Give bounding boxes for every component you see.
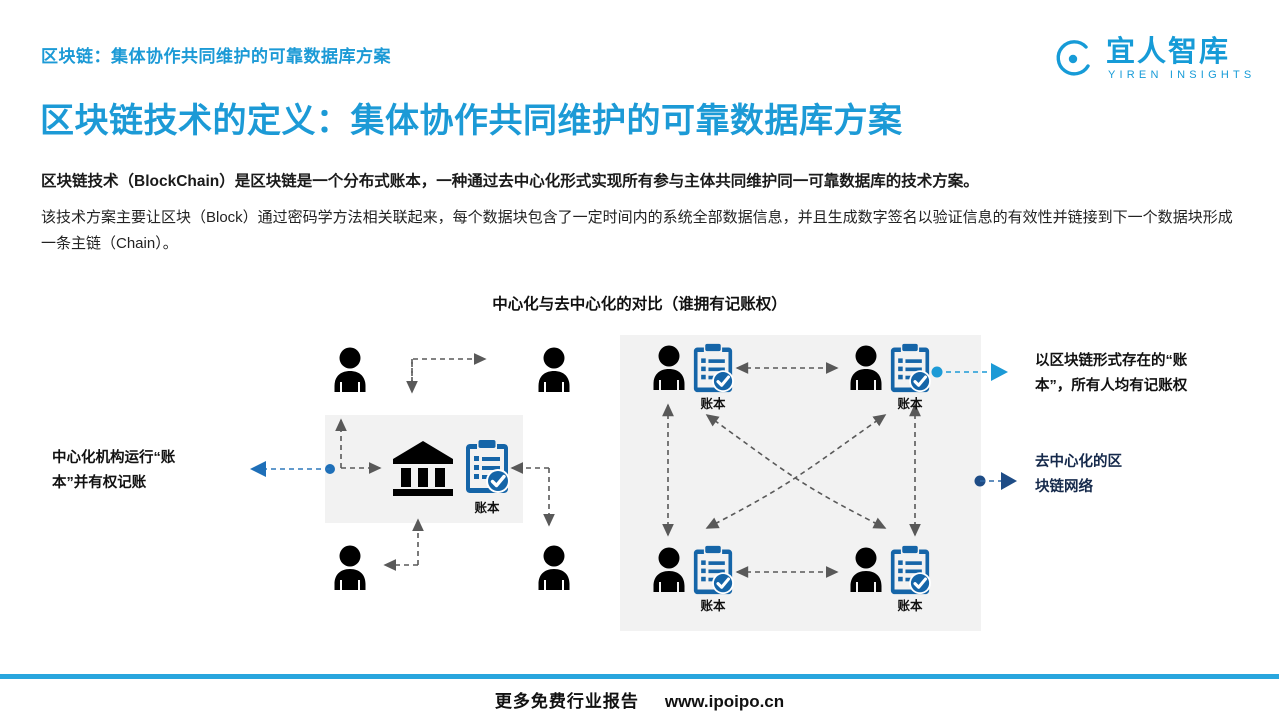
person-icon: [650, 546, 688, 592]
ledger-label: 账本: [700, 599, 726, 613]
callout-blockchain-ledger-line1: 以区块链形式存在的“账: [1035, 353, 1188, 369]
decentralized-connectors: [662, 362, 921, 578]
callout-decentralized-network-line2: 块链网络: [1035, 479, 1093, 495]
person-icon: [847, 344, 885, 390]
footer: 更多免费行业报告 www.ipoipo.cn: [0, 687, 1279, 712]
page-title: 区块链技术的定义：集体协作共同维护的可靠数据库方案: [40, 102, 903, 140]
footer-url[interactable]: www.ipoipo.cn: [664, 692, 785, 711]
callout-blockchain-ledger-line2: 本”，所有人均有记账权: [1035, 378, 1188, 394]
bank-icon: [392, 439, 454, 496]
brand-logo: 宜人智库 YIREN INSIGHTS: [1052, 36, 1252, 84]
ledger-label: 账本: [897, 599, 923, 613]
ledger-clipboard-check-icon: [888, 342, 934, 396]
callout-centralized-line2: 本”并有权记账: [52, 475, 147, 491]
centralized-connectors: [335, 353, 555, 571]
ledger-label: 账本: [897, 397, 923, 411]
ledger-label: 账本: [474, 501, 500, 515]
person-icon: [535, 346, 573, 392]
ledger-clipboard-check-icon: [691, 342, 737, 396]
callout-blockchain-ledger: 以区块链形式存在的“账 本”，所有人均有记账权: [1035, 349, 1250, 399]
callout-centralized: 中心化机构运行“账 本”并有权记账: [52, 446, 242, 496]
person-icon: [847, 546, 885, 592]
footer-divider-bar: [0, 674, 1279, 679]
ledger-clipboard-check-icon: [691, 544, 737, 598]
ledger-clipboard-check-icon: [888, 544, 934, 598]
body-paragraph: 该技术方案主要让区块（Block）通过密码学方法相关联起来，每个数据块包含了一定…: [41, 209, 1233, 252]
person-icon: [331, 544, 369, 590]
arc-dot-logo-icon: [1052, 40, 1096, 80]
ledger-label: 账本: [700, 397, 726, 411]
callout-decentralized-network: 去中心化的区 块链网络: [1035, 450, 1235, 500]
ledger-clipboard-check-icon: [463, 438, 510, 493]
callout-decentralized-network-line1: 去中心化的区: [1035, 454, 1122, 470]
callout-centralized-line1: 中心化机构运行“账: [52, 450, 176, 466]
person-icon: [535, 544, 573, 590]
logo-cn-name: 宜人智库: [1106, 36, 1231, 68]
footer-label: 更多免费行业报告: [494, 692, 639, 711]
lead-paragraph: 区块链技术（BlockChain）是区块链是一个分布式账本，一种通过去中心化形式…: [41, 173, 979, 190]
diagram-canvas: 账本 账本: [0, 320, 1279, 650]
person-icon: [650, 344, 688, 390]
person-icon: [331, 346, 369, 392]
callout-connectors: [250, 363, 1017, 490]
eyebrow-heading: 区块链：集体协作共同维护的可靠数据库方案: [41, 47, 391, 66]
logo-en-name: YIREN INSIGHTS: [1108, 69, 1256, 81]
diagram-title: 中心化与去中心化的对比（谁拥有记账权）: [492, 296, 787, 313]
